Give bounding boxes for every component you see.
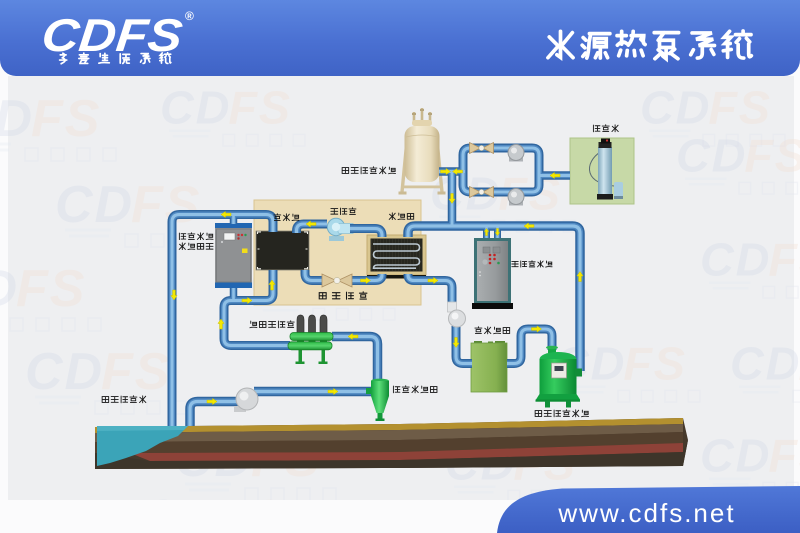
svg-text:FS: FS (744, 130, 800, 182)
svg-text:FS: FS (623, 338, 686, 390)
svg-text:FS: FS (31, 90, 101, 148)
svg-text:FS: FS (768, 234, 800, 286)
svg-text:CD: CD (55, 176, 134, 234)
svg-text:www.cdfs.net: www.cdfs.net (557, 498, 735, 528)
svg-text:FS: FS (216, 490, 286, 500)
svg-text:FS: FS (131, 176, 201, 234)
svg-text:CD: CD (0, 90, 34, 148)
svg-text:CD: CD (140, 490, 219, 500)
svg-text:CD: CD (700, 234, 771, 286)
svg-text:FS: FS (101, 343, 171, 401)
svg-text:CD: CD (730, 338, 800, 390)
svg-text:CD: CD (676, 130, 747, 182)
svg-text:CD: CD (640, 82, 711, 134)
svg-text:CD: CD (25, 343, 104, 401)
svg-text:FS: FS (798, 338, 800, 390)
svg-text:FS: FS (708, 82, 771, 134)
svg-text:FS: FS (16, 260, 86, 318)
svg-text:CD: CD (700, 430, 771, 482)
svg-text:FS: FS (768, 430, 800, 482)
svg-text:CD: CD (0, 260, 19, 318)
svg-text:FS: FS (228, 82, 291, 134)
svg-text:CD: CD (160, 82, 231, 134)
